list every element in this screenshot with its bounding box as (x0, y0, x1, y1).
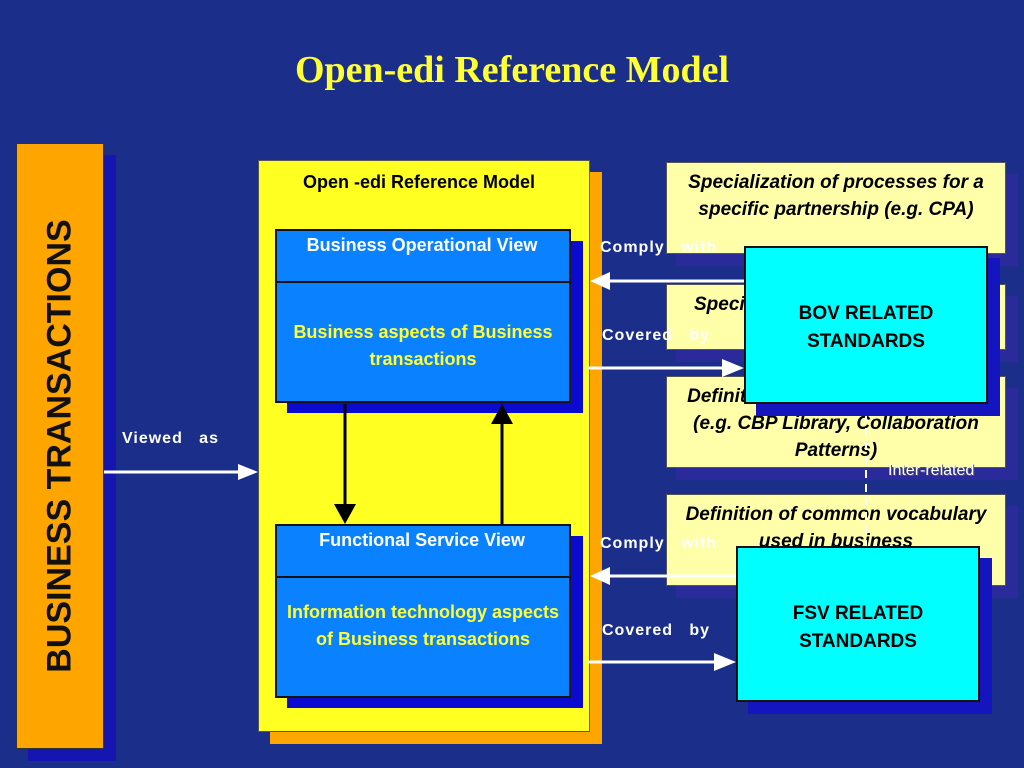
bov-header: Business Operational View (306, 235, 538, 255)
viewed-as-label: Viewed as (122, 430, 219, 447)
bov-body: Business aspects of Business transaction… (293, 322, 553, 369)
note-specialization: Specialization of processes for a specif… (666, 162, 1006, 254)
up-arrow-head (491, 404, 513, 424)
model-box-title: Open -edi Reference Model (302, 172, 536, 192)
covered-arrow-2-head (714, 653, 736, 671)
fsv-header: Functional Service View (319, 530, 525, 550)
bov-divider (277, 281, 569, 283)
covered-by-label-1: Covered by (602, 327, 711, 344)
down-arrow-head (334, 504, 356, 524)
comply-arrow-1-head (590, 272, 610, 290)
fsv-standards-label: FSV RELATED STANDARDS (792, 603, 924, 652)
bov-standards-label: BOV RELATED STANDARDS (798, 303, 934, 352)
comply-with-label-2: Comply with (600, 535, 717, 552)
covered-arrow-1-head (722, 359, 744, 377)
fsv-block: Functional Service View Information tech… (275, 524, 571, 698)
bov-block: Business Operational View Business aspec… (275, 229, 571, 403)
fsv-divider (277, 576, 569, 578)
covered-by-label-2: Covered by (602, 622, 711, 639)
fsv-body: Information technology aspects of Busine… (286, 602, 560, 649)
fsv-related-standards: FSV RELATED STANDARDS (736, 546, 980, 702)
page-title: Open-edi Reference Model (294, 49, 730, 91)
comply-with-label-1: Comply with (600, 239, 717, 256)
bov-related-standards: BOV RELATED STANDARDS (744, 246, 988, 404)
comply-arrow-2-head (590, 567, 610, 585)
business-transactions-bar: BUSINESS TRANSACTIONS (16, 143, 104, 749)
viewed-as-arrow-head (238, 464, 258, 480)
inter-related-label: Inter-related (888, 462, 975, 479)
